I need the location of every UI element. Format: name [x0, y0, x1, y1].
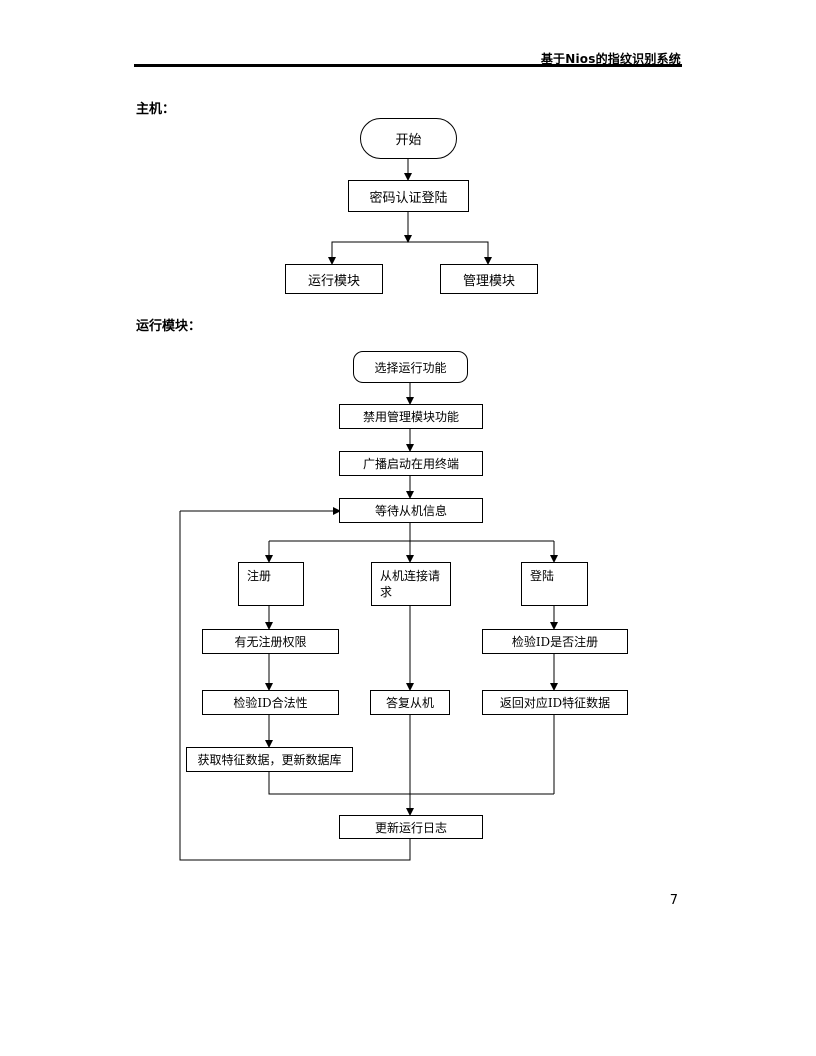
branch-host [331, 241, 489, 263]
section-title-run-module: 运行模块： [136, 319, 202, 334]
flow-login-node: 密码认证登陆 [348, 180, 469, 212]
flow-manage-module-node: 管理模块 [440, 264, 538, 294]
flow-start-node: 开始 [360, 118, 457, 159]
loop-back-line [179, 511, 411, 861]
flow-register-node: 注册 [238, 562, 304, 606]
running-header: 基于Nios的指纹识别系统 [540, 52, 681, 66]
flow-disable-manage-node: 禁用管理模块功能 [339, 404, 483, 429]
flow-select-node: 选择运行功能 [353, 351, 468, 383]
header-rule [134, 64, 682, 67]
flow-broadcast-node: 广播启动在用终端 [339, 451, 483, 476]
flow-update-log-node: 更新运行日志 [339, 815, 483, 839]
flow-slave-connect-node: 从机连接请求 [371, 562, 451, 606]
section-title-host: 主机： [136, 102, 176, 117]
flow-get-features-node: 获取特征数据，更新数据库 [186, 747, 353, 772]
flow-check-id-valid-node: 检验ID合法性 [202, 690, 339, 715]
flow-reply-slave-node: 答复从机 [370, 690, 450, 715]
merge-left [268, 772, 554, 795]
flow-return-features-node: 返回对应ID特征数据 [482, 690, 628, 715]
flow-check-id-registered-node: 检验ID是否注册 [482, 629, 628, 654]
flow-wait-node: 等待从机信息 [339, 498, 483, 523]
flow-login-check-node: 登陆 [521, 562, 588, 606]
flow-register-permission-node: 有无注册权限 [202, 629, 339, 654]
page-number: 7 [669, 893, 678, 908]
flow-run-module-node: 运行模块 [285, 264, 383, 294]
